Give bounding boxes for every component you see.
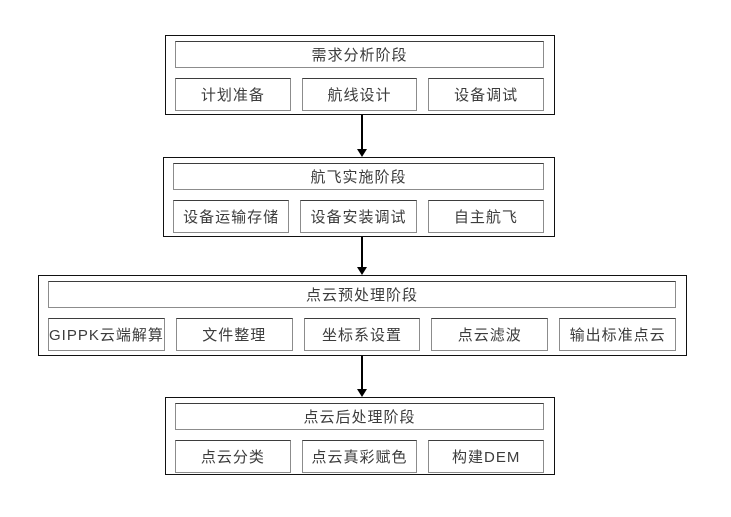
task-coordinate-system-setup: 坐标系设置 [303,318,421,351]
arrow-down-icon [357,267,367,275]
stage-postprocessing-tasks: 点云分类 点云真彩赋色 构建DEM [175,440,545,473]
arrow-line [361,356,363,390]
arrow-line [361,115,363,150]
stage-postprocessing-title: 点云后处理阶段 [175,403,544,430]
stage-requirements-title: 需求分析阶段 [175,41,544,68]
task-file-organization: 文件整理 [175,318,293,351]
stage-preprocessing-tasks: GIPPK云端解算 文件整理 坐标系设置 点云滤波 输出标准点云 [48,318,676,351]
stage-flight-tasks: 设备运输存储 设备安装调试 自主航飞 [173,200,544,233]
stage-requirements-analysis: 需求分析阶段 计划准备 航线设计 设备调试 [165,35,555,115]
arrow-down-icon [357,149,367,157]
arrow-down-icon [357,389,367,397]
stage-pointcloud-postprocessing: 点云后处理阶段 点云分类 点云真彩赋色 构建DEM [165,397,555,475]
stage-requirements-tasks: 计划准备 航线设计 设备调试 [175,78,545,111]
task-autonomous-flight: 自主航飞 [427,200,544,233]
task-pointcloud-truecolor: 点云真彩赋色 [301,440,418,473]
task-build-dem: 构建DEM [428,440,545,473]
task-route-design: 航线设计 [301,78,418,111]
task-output-standard-pointcloud: 输出标准点云 [559,318,676,351]
task-equipment-install-debug: 设备安装调试 [300,200,417,233]
stage-preprocessing-title: 点云预处理阶段 [48,281,676,308]
task-equipment-transport-storage: 设备运输存储 [173,200,290,233]
stage-flight-title: 航飞实施阶段 [173,163,544,190]
arrow-line [361,237,363,268]
stage-flight-implementation: 航飞实施阶段 设备运输存储 设备安装调试 自主航飞 [163,157,555,237]
task-gippk-cloud-solution: GIPPK云端解算 [48,318,165,351]
task-pointcloud-filtering: 点云滤波 [431,318,549,351]
task-pointcloud-classification: 点云分类 [175,440,291,473]
stage-pointcloud-preprocessing: 点云预处理阶段 GIPPK云端解算 文件整理 坐标系设置 点云滤波 输出标准点云 [38,275,687,356]
task-equipment-debugging: 设备调试 [428,78,545,111]
task-plan-preparation: 计划准备 [175,78,291,111]
